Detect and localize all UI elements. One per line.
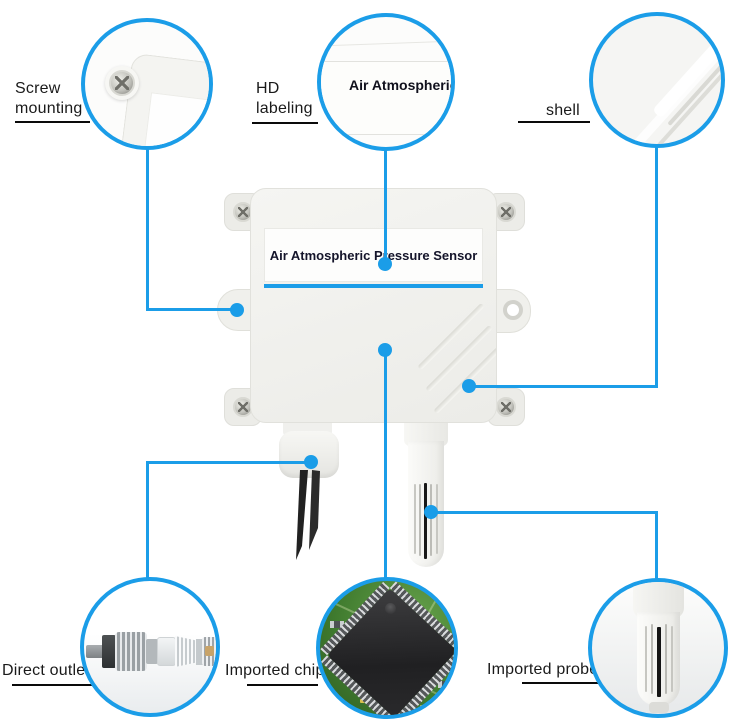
connector-line-shell-horizontal (471, 385, 658, 388)
callout-circle-screw-mounting (81, 18, 213, 150)
smd-component (438, 681, 452, 688)
screw-cross-icon (501, 402, 511, 412)
connection-dot-screw-mounting (230, 303, 244, 317)
device-body: Air Atmospheric Pressure Sensor (250, 188, 497, 423)
connector-threads (115, 632, 147, 671)
connection-dot-direct-outlet (304, 455, 318, 469)
screw-cross-icon (238, 402, 248, 412)
connector-line-shell-vertical (655, 146, 658, 388)
screw-cross-icon (115, 76, 129, 90)
underline-direct-outlet (12, 684, 93, 686)
cable-gland (279, 431, 339, 478)
probe-slot (419, 484, 421, 556)
callout-circle-shell (589, 12, 725, 148)
connector-line-outlet-horizontal (146, 461, 312, 464)
connector-line-probe-horizontal (431, 511, 658, 514)
zoom-probe-slot (645, 626, 647, 692)
smd-component (330, 621, 344, 628)
label-imported-probe: Imported probe (487, 661, 599, 678)
connector-line-probe-vertical (655, 511, 658, 580)
connection-dot-hd-labeling (378, 257, 392, 271)
device-label-underline-bar (264, 284, 483, 288)
connector-line-screw-vertical (146, 148, 149, 311)
label-direct-outlet: Direct outlet (2, 662, 90, 679)
connector-line-screw-horizontal (146, 308, 237, 311)
connection-dot-imported-probe (424, 505, 438, 519)
underline-screw-mounting (15, 121, 90, 123)
probe-slot (436, 484, 438, 554)
zoom-screw-icon (109, 70, 135, 96)
chip-dimple (382, 600, 399, 617)
underline-imported-probe (522, 682, 598, 684)
label-hd-labeling: HD labeling (256, 80, 313, 117)
connector-line-chip-vertical (384, 350, 387, 579)
connector-collar (146, 639, 158, 664)
connector-coupler (157, 637, 176, 666)
ear-hole-right (503, 300, 523, 320)
connector-cable-left (86, 645, 104, 658)
connector-line-outlet-vertical (146, 461, 149, 579)
underline-hd-labeling (252, 122, 318, 124)
zoom-label-band (321, 61, 451, 135)
screw-cross-icon (238, 207, 248, 217)
device-label-text: Air Atmospheric Pressure Sensor (269, 247, 478, 263)
zoom-label-text: Air Atmospheric (349, 77, 455, 93)
zoom-probe-slot (665, 624, 667, 694)
screw-cross-icon (501, 207, 511, 217)
connection-dot-imported-chip (378, 343, 392, 357)
connector-cable-right (217, 643, 220, 656)
screw-icon-bottom-right (496, 397, 516, 417)
vent-groove (417, 302, 485, 371)
pcb-pad (420, 705, 425, 709)
connector-brass-pin (205, 646, 214, 656)
device-label-strip: Air Atmospheric Pressure Sensor (264, 228, 483, 282)
zoom-label-edge (325, 40, 451, 47)
zoom-probe-slot-center (657, 627, 661, 697)
underline-shell (518, 121, 590, 123)
callout-circle-direct-outlet (80, 577, 220, 717)
probe-slot (430, 484, 432, 556)
screw-icon-top-right (496, 202, 516, 222)
zoom-label-corner (139, 92, 209, 146)
connector-line-hd-vertical (384, 149, 387, 265)
label-shell: shell (546, 102, 580, 119)
label-screw-mounting: Screw mounting (15, 80, 83, 117)
probe-slot (414, 484, 416, 554)
probe-slot-center (424, 483, 427, 559)
shell-ridge (631, 47, 721, 144)
connector-ring (196, 639, 203, 665)
callout-circle-hd-labeling: Air Atmospheric (317, 13, 455, 151)
vent-groove (425, 324, 493, 393)
label-imported-chip: Imported chip (225, 662, 325, 679)
underline-imported-chip (247, 684, 318, 686)
zoom-probe-slot (651, 624, 653, 694)
connection-dot-shell (462, 379, 476, 393)
callout-circle-imported-chip (316, 577, 458, 719)
forked-cable (296, 470, 320, 560)
zoom-probe-foot (649, 702, 669, 713)
callout-circle-imported-probe (588, 578, 728, 718)
connector-nut (102, 635, 116, 668)
zoom-probe-slot (671, 626, 673, 692)
connector-ribbed-cone (175, 636, 197, 667)
